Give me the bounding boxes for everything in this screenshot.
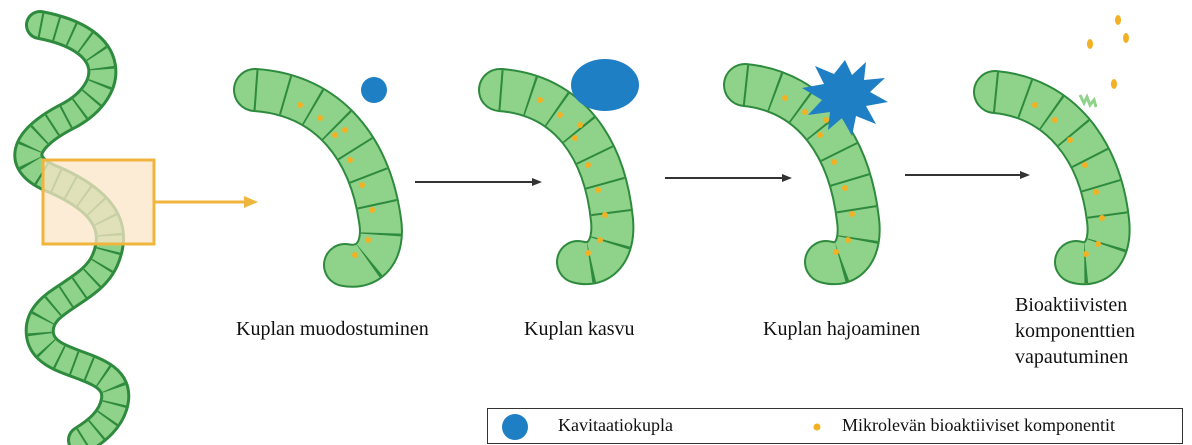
- bubble-legend-label: Kavitaatiokupla: [558, 415, 673, 436]
- zoom-arrow: [154, 196, 258, 208]
- step-4-caption: Bioaktiivisten komponenttien vapautumine…: [1015, 292, 1135, 370]
- zoom-box: [43, 160, 154, 244]
- filament-stage-4: [995, 92, 1109, 263]
- step-2-caption: Kuplan kasvu: [524, 316, 635, 342]
- particle-legend-icon: [811, 421, 823, 433]
- filament-stage-1: [255, 90, 381, 266]
- bubble-legend-icon: [500, 412, 530, 442]
- step-4-caption-line-3: vapautuminen: [1015, 344, 1135, 370]
- step-1-caption: Kuplan muodostuminen: [236, 316, 429, 342]
- particle-legend-label: Mikrolevän bioaktiiviset komponentit: [842, 415, 1115, 436]
- legend: Kavitaatiokupla Mikrolevän bioaktiiviset…: [487, 408, 1183, 444]
- bubble-stage-1: [361, 77, 387, 103]
- step-arrow-2: [665, 174, 792, 182]
- released-particles: [1087, 15, 1129, 89]
- step-arrow-3: [905, 171, 1030, 179]
- step-4-caption-line-2: komponenttien: [1015, 318, 1135, 344]
- filament-stage-2: [500, 90, 612, 263]
- step-arrow-1: [415, 178, 542, 186]
- step-3-caption: Kuplan hajoaminen: [763, 316, 920, 342]
- step-4-caption-line-1: Bioaktiivisten: [1015, 292, 1135, 318]
- bubble-stage-2: [571, 59, 639, 111]
